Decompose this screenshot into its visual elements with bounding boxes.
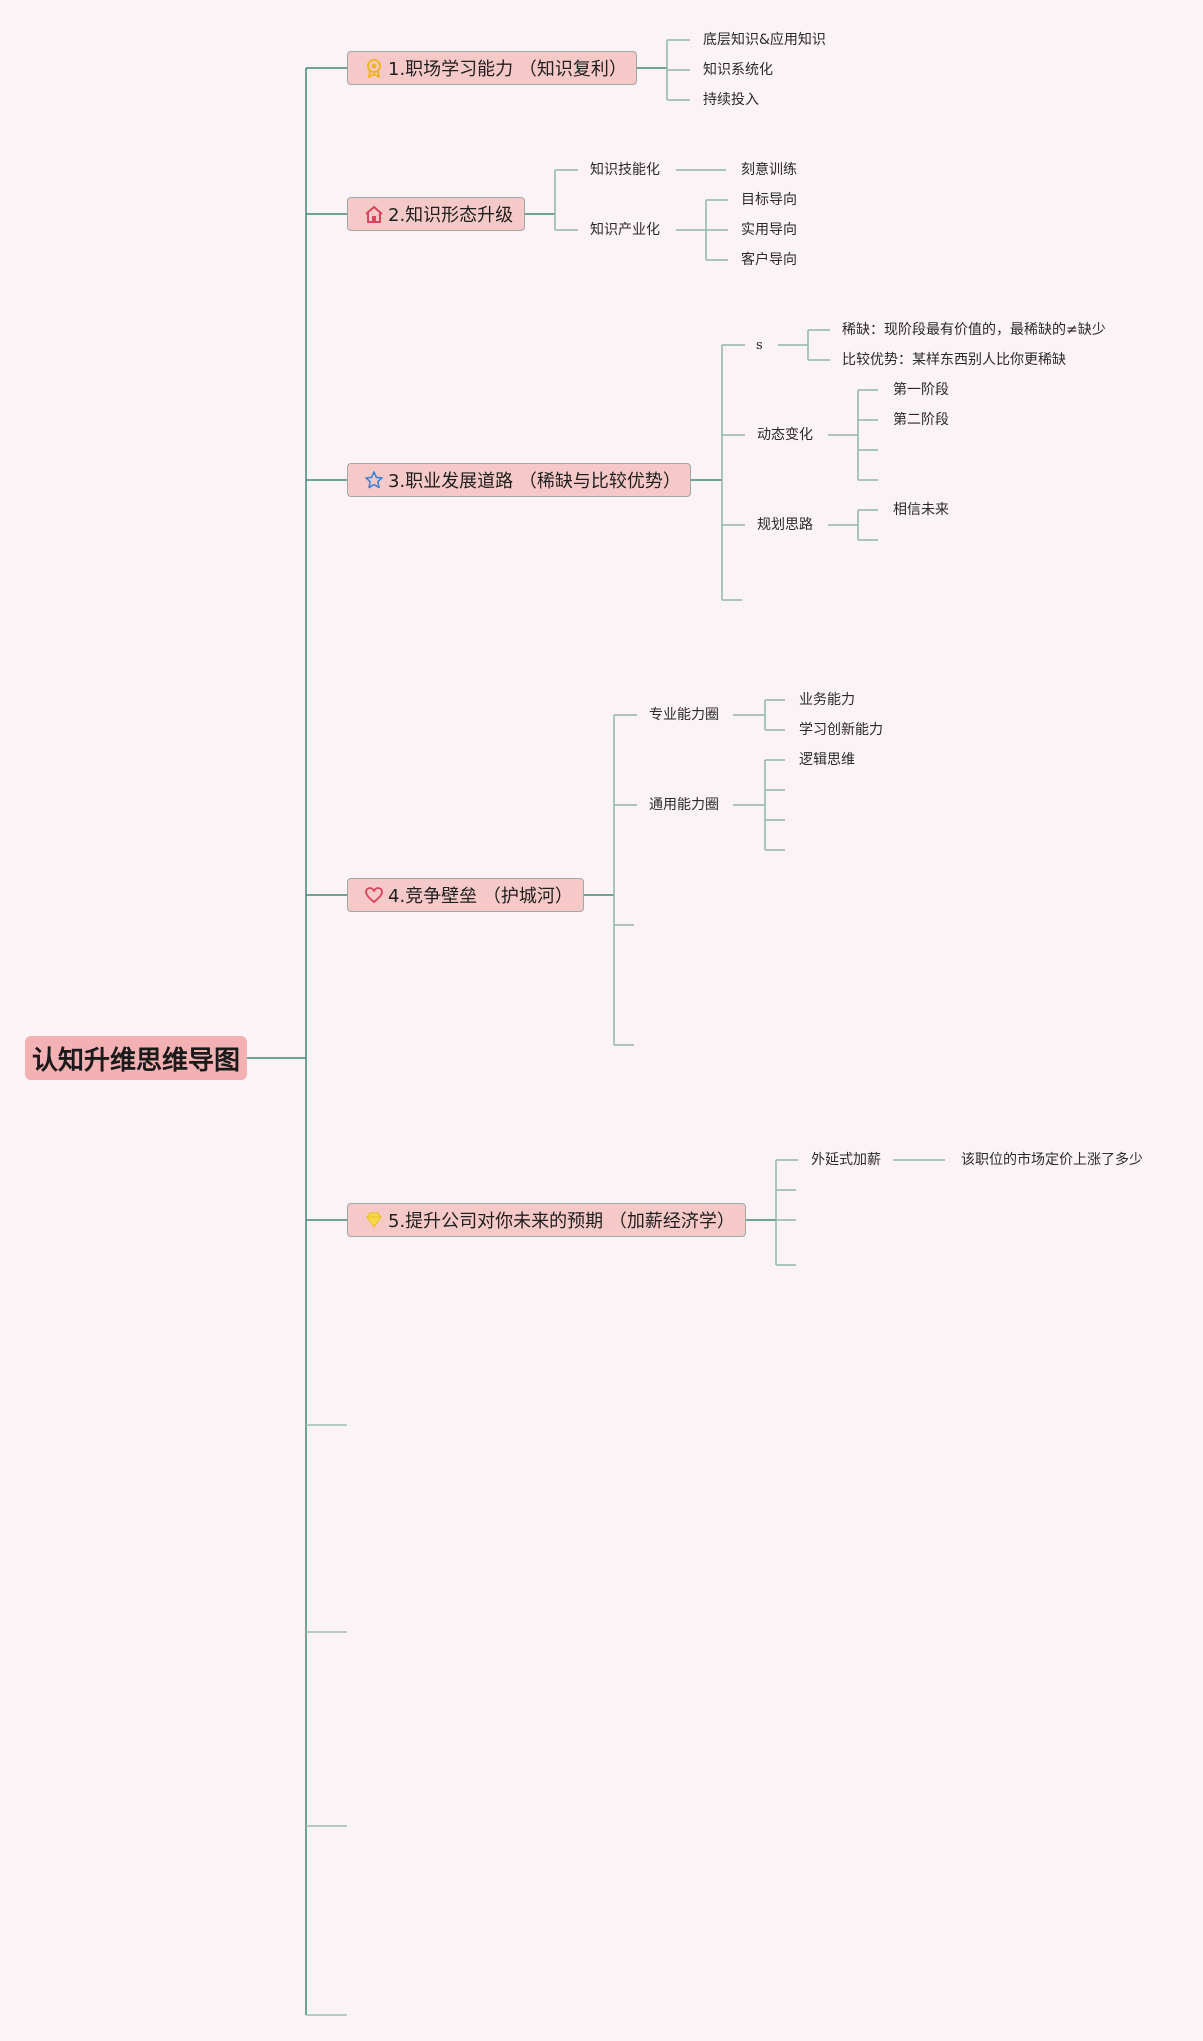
heart-icon	[364, 885, 384, 905]
topic-2-node[interactable]: 2.知识形态升级	[347, 197, 525, 231]
home-icon	[364, 204, 384, 224]
subtopic-t5-ext[interactable]: 外延式加薪	[811, 1152, 881, 1168]
subtopic-t3-dyn[interactable]: 动态变化	[757, 427, 813, 443]
subtopic-t4-pro-a[interactable]: 业务能力	[799, 692, 855, 708]
subtopic-t3-dyn-b[interactable]: 第二阶段	[893, 412, 949, 428]
topic-2-label: 2.知识形态升级	[388, 205, 514, 226]
subtopic-t2-ind-c[interactable]: 客户导向	[741, 252, 797, 268]
subtopic-t3-s-b[interactable]: 比较优势：某样东西别人比你更稀缺	[842, 352, 1066, 368]
subtopic-t4-pro[interactable]: 专业能力圈	[649, 707, 719, 723]
subtopic-t1-b[interactable]: 知识系统化	[703, 62, 773, 78]
subtopic-t4-gen[interactable]: 通用能力圈	[649, 797, 719, 813]
topic-1-node[interactable]: 1.职场学习能力 （知识复利）	[347, 51, 637, 85]
root-label: 认知升维思维导图	[31, 1045, 240, 1076]
subtopic-t5-ext-a[interactable]: 该职位的市场定价上涨了多少	[961, 1152, 1143, 1168]
subtopic-t2-ind-a[interactable]: 目标导向	[741, 192, 797, 208]
subtopic-t3-s[interactable]: s	[756, 338, 763, 353]
subtopic-t3-dyn-a[interactable]: 第一阶段	[893, 382, 949, 398]
topic-4-label: 4.竞争壁垒 （护城河）	[388, 886, 573, 907]
root-node[interactable]: 认知升维思维导图	[25, 1036, 247, 1080]
subtopic-t4-gen-a[interactable]: 逻辑思维	[799, 752, 855, 768]
topic-5-node[interactable]: 5.提升公司对你未来的预期 （加薪经济学）	[347, 1203, 746, 1237]
subtopic-t1-a[interactable]: 底层知识&应用知识	[703, 32, 826, 48]
medal-icon	[364, 58, 384, 78]
subtopic-t2-ind-b[interactable]: 实用导向	[741, 222, 797, 238]
subtopic-t3-plan-a[interactable]: 相信未来	[893, 502, 949, 518]
topic-3-label: 3.职业发展道路 （稀缺与比较优势）	[388, 471, 681, 492]
subtopic-t1-c[interactable]: 持续投入	[703, 92, 759, 108]
subtopic-t3-plan[interactable]: 规划思路	[757, 517, 813, 533]
subtopic-t2-skill-a[interactable]: 刻意训练	[741, 162, 797, 178]
subtopic-t3-s-a[interactable]: 稀缺：现阶段最有价值的，最稀缺的≠缺少	[842, 322, 1106, 338]
topic-1-label: 1.职场学习能力 （知识复利）	[388, 59, 627, 80]
topic-3-node[interactable]: 3.职业发展道路 （稀缺与比较优势）	[347, 463, 691, 497]
subtopic-t2-skill[interactable]: 知识技能化	[590, 162, 660, 178]
subtopic-t2-ind[interactable]: 知识产业化	[590, 222, 660, 238]
subtopic-t4-pro-b[interactable]: 学习创新能力	[799, 722, 883, 738]
star-icon	[364, 470, 384, 490]
gem-icon	[364, 1210, 384, 1230]
topic-5-label: 5.提升公司对你未来的预期 （加薪经济学）	[388, 1211, 735, 1232]
topic-4-node[interactable]: 4.竞争壁垒 （护城河）	[347, 878, 584, 912]
